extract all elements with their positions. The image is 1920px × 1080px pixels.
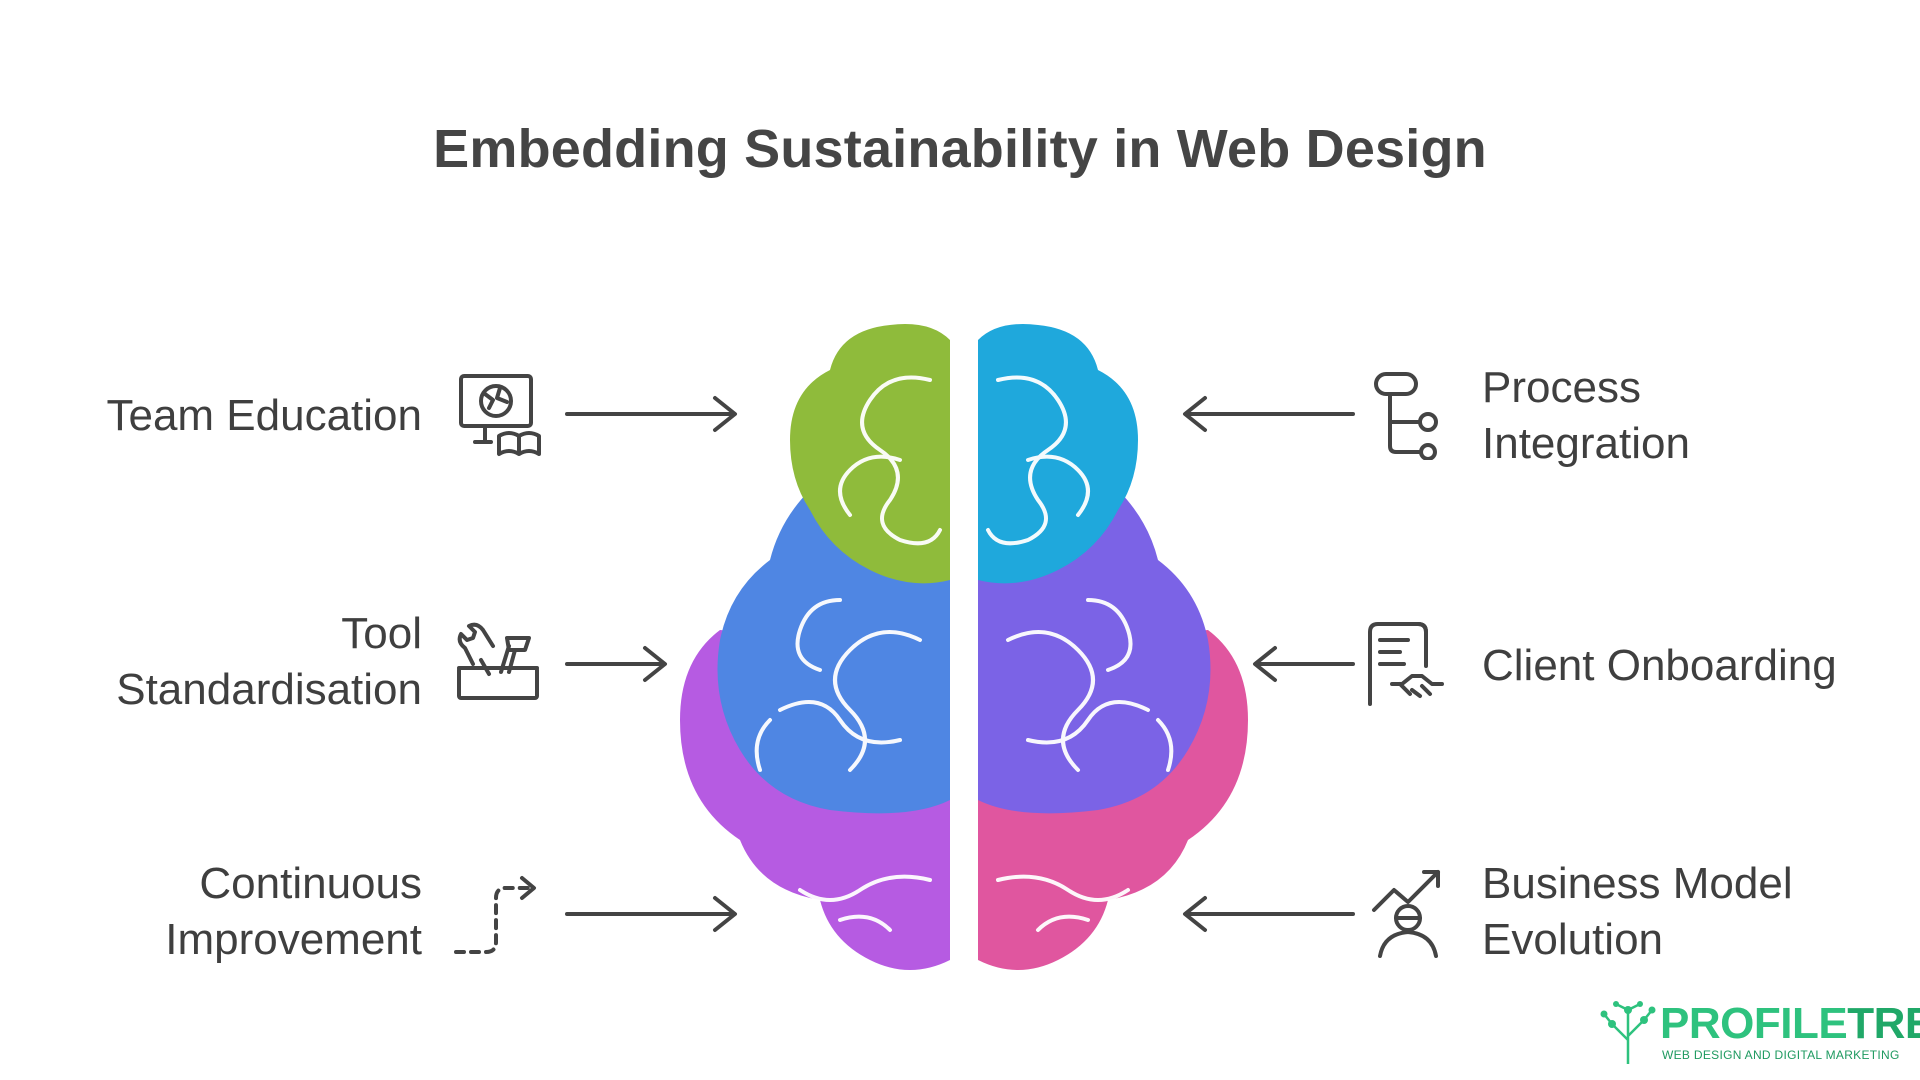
- brain-segment-green: [790, 324, 950, 584]
- label-line: Process: [1482, 363, 1641, 412]
- label-line: Tool: [341, 609, 422, 658]
- person-growth-icon: [1368, 866, 1456, 958]
- label-team-education: Team Education: [106, 388, 422, 444]
- label-business-model-evolution: Business Model Evolution: [1482, 856, 1793, 968]
- label-line: Client Onboarding: [1482, 641, 1837, 690]
- dashed-path-arrow-icon: [450, 868, 546, 958]
- arrow-tool-standardisation: [565, 646, 667, 682]
- logo-word-part1: PROFILE: [1660, 999, 1848, 1048]
- label-line: Improvement: [165, 915, 422, 964]
- profiletree-logo: PROFILETREE WEB DESIGN AND DIGITAL MARKE…: [1598, 1000, 1920, 1070]
- label-tool-standardisation: Tool Standardisation: [116, 606, 422, 718]
- logo-wordmark: PROFILETREE: [1660, 1000, 1920, 1048]
- label-process-integration: Process Integration: [1482, 360, 1690, 472]
- flowchart-icon: [1372, 370, 1442, 460]
- label-continuous-improvement: Continuous Improvement: [165, 856, 422, 968]
- arrow-process-integration: [1183, 396, 1355, 432]
- contract-handshake-icon: [1364, 620, 1452, 708]
- label-line: Evolution: [1482, 915, 1664, 964]
- tree-network-icon: [1600, 1001, 1656, 1064]
- toolbox-icon: [455, 620, 543, 708]
- arrow-continuous-improvement: [565, 896, 737, 932]
- brain-segment-cyan: [978, 324, 1138, 584]
- logo-word-part2: TREE: [1847, 999, 1920, 1048]
- logo-tagline: WEB DESIGN AND DIGITAL MARKETING: [1662, 1048, 1900, 1062]
- label-line: Integration: [1482, 419, 1690, 468]
- arrow-team-education: [565, 396, 737, 432]
- label-client-onboarding: Client Onboarding: [1482, 638, 1837, 694]
- monitor-book-icon: [455, 370, 543, 458]
- label-line: Business Model: [1482, 859, 1793, 908]
- arrow-business-model-evolution: [1183, 896, 1355, 932]
- arrow-client-onboarding: [1253, 646, 1355, 682]
- brain-diagram: [660, 320, 1260, 985]
- page-title: Embedding Sustainability in Web Design: [433, 119, 1487, 179]
- label-line: Team Education: [106, 391, 422, 440]
- label-line: Standardisation: [116, 665, 422, 714]
- label-line: Continuous: [199, 859, 422, 908]
